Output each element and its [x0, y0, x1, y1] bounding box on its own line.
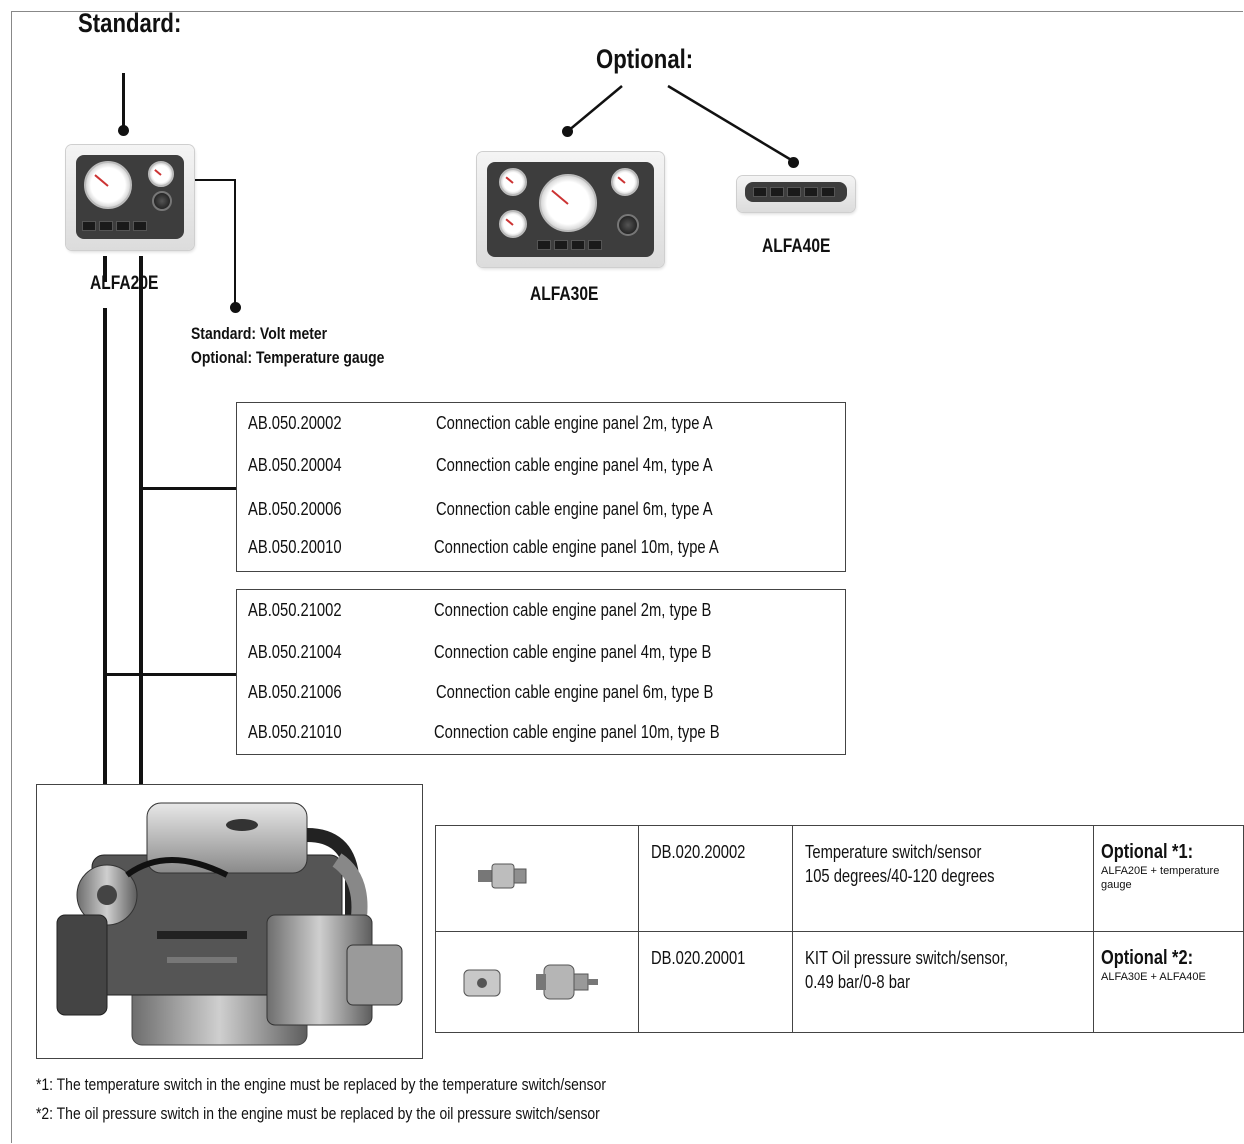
tachometer-gauge	[84, 161, 132, 209]
sensor-code-cell: DB.020.20002	[638, 825, 793, 932]
sensor-image-cell	[435, 931, 639, 1033]
tachometer-gauge	[539, 174, 597, 232]
gauge-note: Standard: Volt meter Optional: Temperatu…	[191, 324, 385, 367]
footnote-1: *1: The temperature switch in the engine…	[36, 1075, 607, 1094]
optional-heading: Optional:	[596, 44, 694, 74]
footnote-2: *2: The oil pressure switch in the engin…	[36, 1104, 600, 1123]
cable-b-top	[103, 256, 107, 282]
alfa20e-panel	[66, 145, 194, 250]
sensor-image-cell	[435, 825, 639, 932]
volt-gauge	[148, 161, 174, 187]
oil-pressure-sensor-icon	[463, 964, 598, 1000]
temperature-sensor-icon	[478, 863, 527, 889]
warning-lights	[82, 221, 147, 231]
standard-dot	[118, 125, 129, 136]
key-switch	[617, 214, 639, 236]
page-frame	[11, 11, 1243, 1143]
warning-lights	[753, 187, 835, 197]
alfa40e-label: ALFA40E	[762, 236, 831, 257]
gauge-leader-v	[234, 179, 236, 306]
gauge-leader-dot	[230, 302, 241, 313]
oil-gauge	[611, 168, 639, 196]
warning-lights	[537, 240, 602, 250]
table-row: DB.020.20001 KIT Oil pressure switch/sen…	[435, 931, 1244, 1033]
gauge-leader-h	[180, 179, 236, 181]
temp-gauge	[499, 168, 527, 196]
alfa30e-panel	[477, 152, 664, 267]
volt-gauge	[499, 210, 527, 238]
key-switch	[152, 191, 172, 211]
engine-image	[36, 784, 423, 1059]
cable-b-vertical	[103, 308, 107, 786]
cable-a-vertical	[139, 256, 143, 786]
sensor-optional-cell: Optional *1:ALFA20E + temperature gauge	[1093, 825, 1244, 932]
alfa30e-dot	[562, 126, 573, 137]
engine-illustration	[56, 802, 403, 1046]
sensor-desc-cell: KIT Oil pressure switch/sensor,0.49 bar/…	[792, 931, 1094, 1033]
standard-connector	[122, 73, 125, 129]
alfa30e-label: ALFA30E	[530, 284, 599, 305]
optional-connectors	[567, 84, 794, 163]
alfa40e-dot	[788, 157, 799, 168]
alfa40e-panel	[737, 176, 855, 212]
sensor-code-cell: DB.020.20001	[638, 931, 793, 1033]
standard-heading: Standard:	[78, 8, 182, 38]
type-b-branch	[105, 673, 237, 676]
type-a-branch	[141, 487, 237, 490]
sensor-optional-cell: Optional *2:ALFA30E + ALFA40E	[1093, 931, 1244, 1033]
